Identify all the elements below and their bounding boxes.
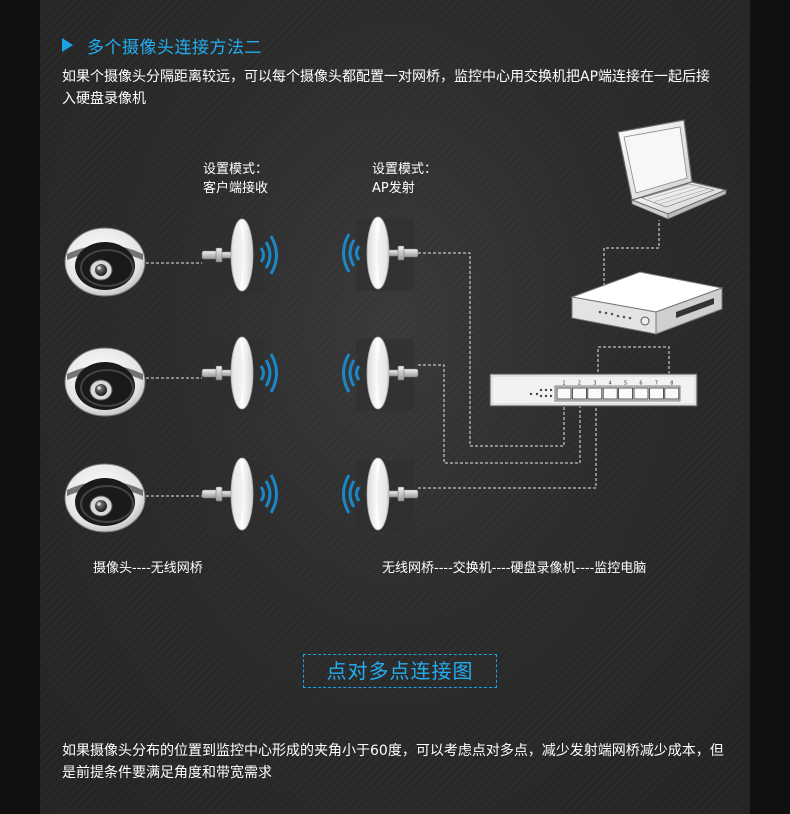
switch-ports: 1 2 3 4 5 6 7 8	[556, 381, 680, 400]
dvr-laptop-link	[603, 220, 660, 286]
dome-camera-icon	[64, 347, 146, 417]
ap-bridge-icon	[342, 215, 420, 293]
switch-port-number: 3	[593, 381, 596, 387]
ap-mode-line2: AP发射	[372, 181, 415, 196]
ap-switch-link	[418, 252, 565, 447]
switch-port-number: 6	[639, 381, 642, 387]
switch-port-number: 8	[670, 381, 673, 387]
dome-camera-icon	[64, 227, 146, 297]
switch-links	[418, 220, 670, 489]
switch-port	[618, 387, 633, 400]
switch-port	[633, 387, 649, 400]
ap-switch-link	[418, 404, 597, 489]
switch-port	[649, 387, 664, 400]
switch-port-number: 5	[624, 381, 627, 387]
network-switch-icon: 1 2 3 4 5 6 7 8	[489, 373, 698, 407]
dvr-recorder-icon	[570, 271, 724, 335]
ap-switch-link	[418, 364, 581, 464]
dome-camera-icon	[64, 463, 146, 533]
switch-port	[587, 387, 603, 400]
client-mode-line1: 设置模式：	[203, 162, 269, 177]
client-bridge-icon	[200, 335, 278, 413]
switch-port-number: 4	[609, 381, 612, 387]
ap-mode-line1: 设置模式：	[372, 162, 438, 177]
switch-port-number: 7	[655, 381, 658, 387]
client-bridge-icon	[200, 217, 278, 295]
switch-port	[664, 387, 680, 400]
switch-dvr-link	[597, 346, 670, 382]
laptop-icon	[617, 119, 728, 220]
ap-bridge-icon	[342, 335, 420, 413]
ap-mode-label: 设置模式： AP发射	[372, 160, 437, 198]
switch-port	[602, 387, 618, 400]
play-triangle-icon	[62, 38, 73, 52]
switch-port-number: 2	[578, 381, 581, 387]
switch-port	[556, 387, 572, 400]
diagram-title-box: 点对多点连接图	[303, 654, 497, 688]
switch-port	[572, 387, 587, 400]
section-title: 多个摄像头连接方法二	[87, 37, 262, 58]
camera-links	[146, 262, 202, 497]
client-mode-line2: 客户端接收	[203, 181, 269, 196]
client-bridge-icon	[200, 456, 278, 534]
left-caption: 摄像头----无线网桥	[93, 561, 203, 576]
switch-port-number: 1	[562, 381, 565, 387]
bottom-paragraph: 如果摄像头分布的位置到监控中心形成的夹角小于60度，可以考虑点对多点，减少发射端…	[62, 743, 724, 781]
intro-paragraph: 如果个摄像头分隔距离较远，可以每个摄像头都配置一对网桥，监控中心用交换机把AP端…	[62, 69, 711, 107]
right-caption: 无线网桥----交换机----硬盘录像机----监控电脑	[382, 561, 647, 576]
section-heading: 多个摄像头连接方法二	[62, 34, 262, 58]
client-mode-label: 设置模式： 客户端接收	[203, 160, 268, 198]
ap-bridge-icon	[342, 456, 420, 534]
